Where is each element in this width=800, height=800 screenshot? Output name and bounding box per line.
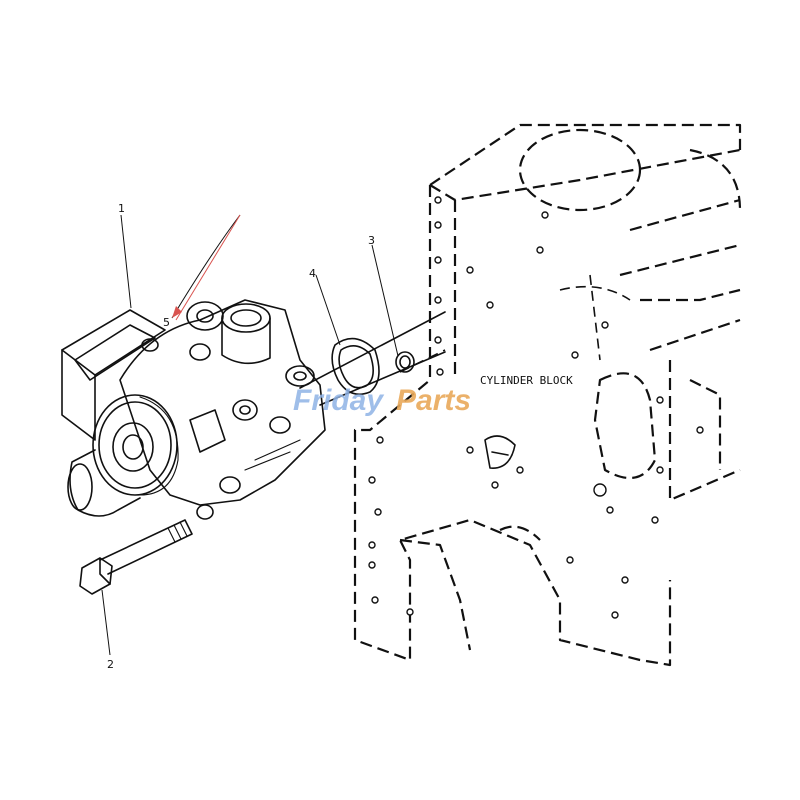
alignment-line-middle — [319, 351, 446, 406]
watermark-part1: Friday — [293, 384, 384, 417]
bolt — [79, 519, 193, 595]
callout-1: 1 — [118, 202, 125, 215]
leader-4 — [315, 274, 341, 346]
leader-3 — [371, 244, 399, 357]
callout-4: 4 — [309, 267, 316, 280]
watermark-logo: Friday Parts — [293, 384, 471, 417]
callout-3: 3 — [368, 234, 375, 247]
alignment-line-upper — [299, 311, 446, 389]
watermark-part2: Parts — [396, 384, 471, 417]
cylinder-block-label: CYLINDER BLOCK — [480, 374, 573, 387]
cylinder-block — [353, 123, 742, 667]
leader-5 — [171, 214, 241, 319]
water-pump — [61, 299, 326, 520]
o-ring — [395, 351, 415, 373]
callout-2: 2 — [107, 658, 114, 671]
leader-2 — [101, 589, 111, 656]
marker-arrowhead — [172, 306, 182, 318]
alignment-line-dashed — [399, 349, 446, 373]
marker-arrow — [175, 214, 241, 321]
leader-1 — [120, 214, 132, 309]
callout-5: 5 — [163, 316, 170, 329]
